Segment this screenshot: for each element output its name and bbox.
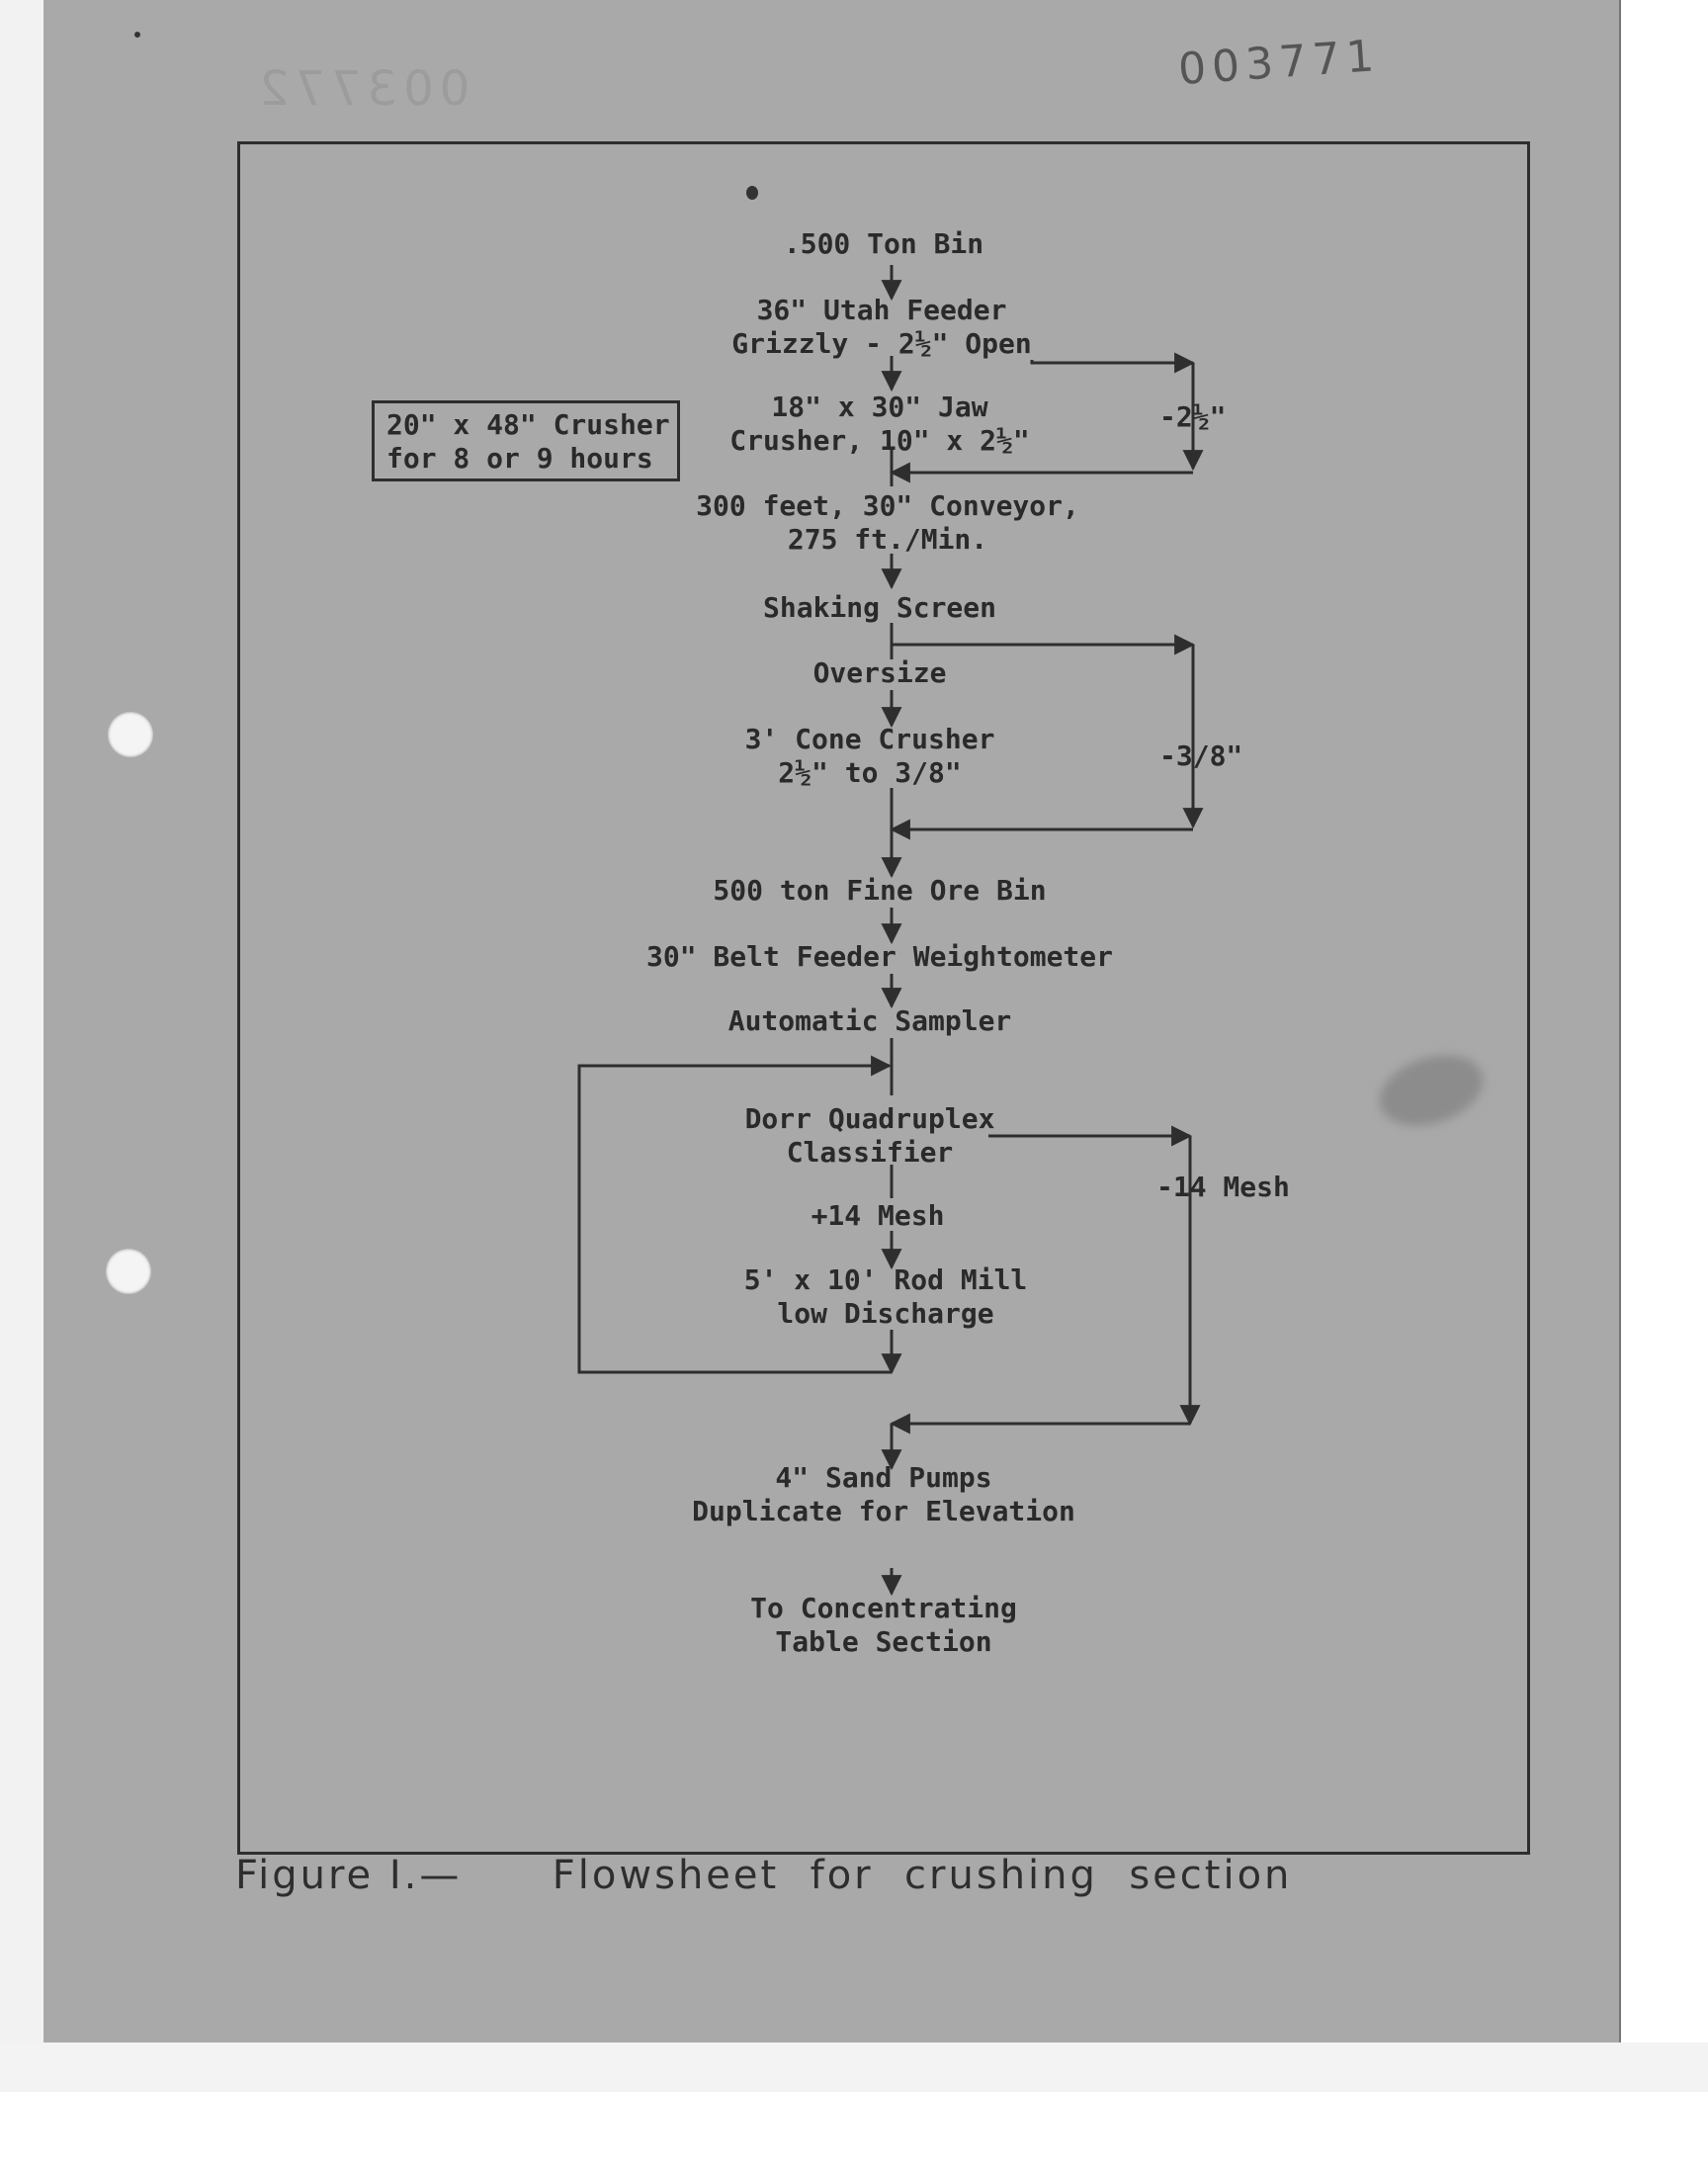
sand-pumps-label: 4" Sand Pumps Duplicate for Elevation (692, 1461, 1075, 1528)
classifier-label: Dorr Quadruplex Classifier (745, 1102, 995, 1170)
figure-caption: Figure I.— Flowsheet for crushing sectio… (235, 1853, 1292, 1898)
figure-frame (237, 141, 1530, 1855)
jaw-line-1: 18" x 30" Jaw (771, 391, 988, 423)
cone-bypass-label: -3/8" (1159, 740, 1243, 772)
cone-line-1: 3' Cone Crusher (744, 723, 995, 755)
jaw-crusher-label: 18" x 30" Jaw Crusher, 10" x 2½" (729, 391, 1029, 458)
conveyor-label: 300 feet, 30" Conveyor, 275 ft./Min. (696, 489, 1079, 557)
destination-line-2: Table Section (775, 1625, 992, 1658)
caption-label: Figure I.— (235, 1853, 463, 1898)
bypass-jaw-out (1030, 352, 1196, 374)
left-margin-stripe (0, 0, 43, 2086)
jaw-bypass-label: -2½" (1159, 400, 1227, 433)
classifier-line-2: Classifier (786, 1136, 954, 1169)
plus-mesh-label: +14 Mesh (811, 1199, 945, 1232)
ore-bin-label: .500 Ton Bin (783, 227, 984, 260)
rod-mill-line-1: 5' x 10' Rod Mill (743, 1263, 1028, 1296)
pumps-line-2: Duplicate for Elevation (692, 1495, 1075, 1527)
scanned-page (43, 0, 1621, 2044)
destination-label: To Concentrating Table Section (750, 1592, 1017, 1659)
ink-speck (746, 186, 758, 200)
bottom-margin (0, 2043, 1708, 2092)
punch-hole-top (108, 712, 153, 757)
rod-mill-return-loop (577, 1055, 893, 1374)
conveyor-line-1: 300 feet, 30" Conveyor, (696, 489, 1079, 522)
pumps-line-1: 4" Sand Pumps (775, 1461, 992, 1494)
fine-ore-bin-label: 500 ton Fine Ore Bin (713, 874, 1047, 907)
punch-hole-bottom (106, 1249, 151, 1294)
alt-crusher-line-2: for 8 or 9 hours (386, 442, 653, 475)
ink-speck (134, 32, 140, 38)
jaw-line-2: Crusher, 10" x 2½" (729, 424, 1030, 457)
shaking-screen-label: Shaking Screen (762, 591, 997, 624)
rod-mill-line-2: low Discharge (777, 1297, 994, 1330)
oversize-label: Oversize (812, 656, 947, 689)
sampler-label: Automatic Sampler (727, 1004, 1012, 1037)
rod-mill-label: 5' x 10' Rod Mill low Discharge (744, 1263, 1028, 1331)
destination-line-1: To Concentrating (750, 1592, 1017, 1624)
alt-crusher-line-1: 20" x 48" Crusher (386, 408, 670, 441)
alternate-crusher-box: 20" x 48" Crusher for 8 or 9 hours (372, 400, 680, 481)
conveyor-line-2: 275 ft./Min. (787, 523, 988, 556)
belt-feeder-label: 30" Belt Feeder Weightometer (645, 940, 1114, 973)
cone-line-2: 2½" to 3/8" (778, 756, 962, 789)
minus-mesh-label: -14 Mesh (1156, 1171, 1290, 1203)
cone-crusher-label: 3' Cone Crusher 2½" to 3/8" (745, 723, 995, 790)
feeder-line-2: Grizzly - 2½" Open (731, 327, 1032, 360)
caption-text: Flowsheet for crushing section (552, 1853, 1293, 1898)
classifier-line-1: Dorr Quadruplex (744, 1102, 995, 1135)
feeder-line-1: 36" Utah Feeder (756, 294, 1007, 326)
utah-feeder-label: 36" Utah Feeder Grizzly - 2½" Open (731, 294, 1031, 361)
